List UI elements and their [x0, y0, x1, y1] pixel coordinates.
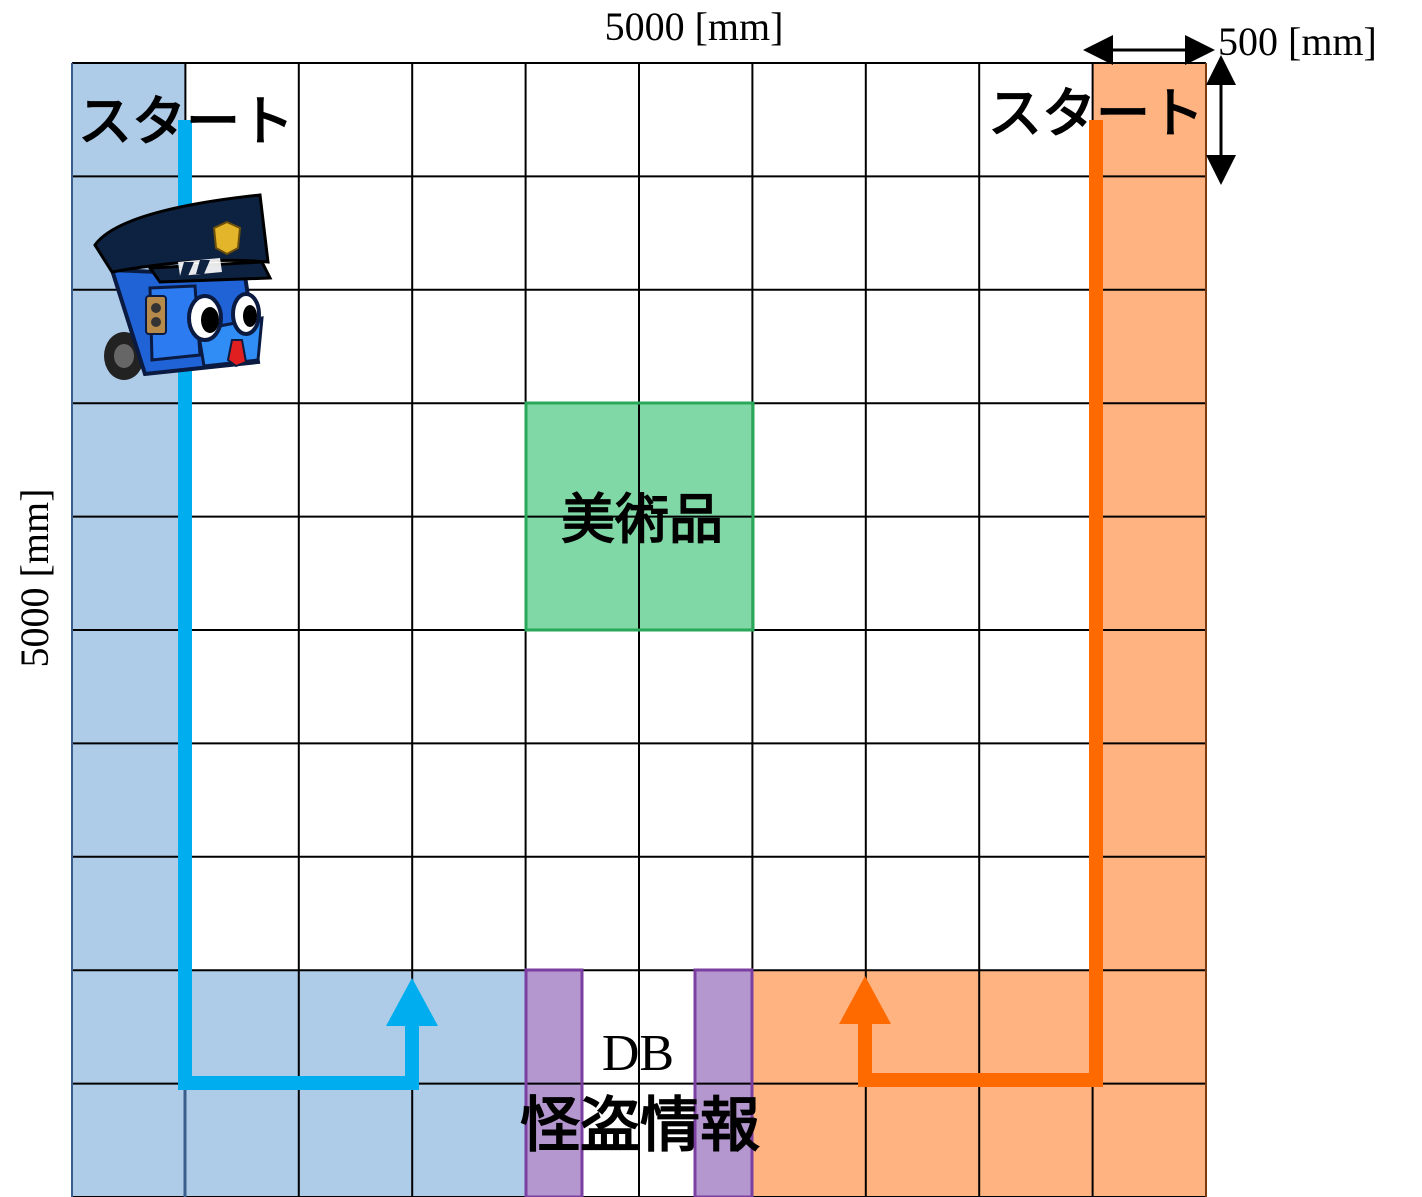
db-zone-right-border — [693, 968, 754, 1197]
top-width-label: 5000 [mm] — [605, 4, 784, 49]
db-zone-left-border — [524, 968, 584, 1197]
left-height-label: 5000 [mm] — [12, 489, 57, 668]
artwork-label: 美術品 — [561, 488, 723, 551]
start-label-right: スタート — [988, 82, 1204, 145]
thief-info-label: 怪盗情報 — [520, 1091, 760, 1161]
start-label-left: スタート — [78, 90, 294, 153]
police-robot-icon — [93, 193, 273, 380]
cell-size-label: 500 [mm] — [1218, 19, 1377, 64]
db-label: DB — [602, 1025, 674, 1082]
thief-path-arrowhead — [839, 976, 891, 1024]
thief-path — [858, 120, 1103, 1087]
police-path-arrowhead — [386, 978, 438, 1026]
artwork-zone-border — [524, 401, 755, 632]
police-path — [178, 120, 419, 1090]
